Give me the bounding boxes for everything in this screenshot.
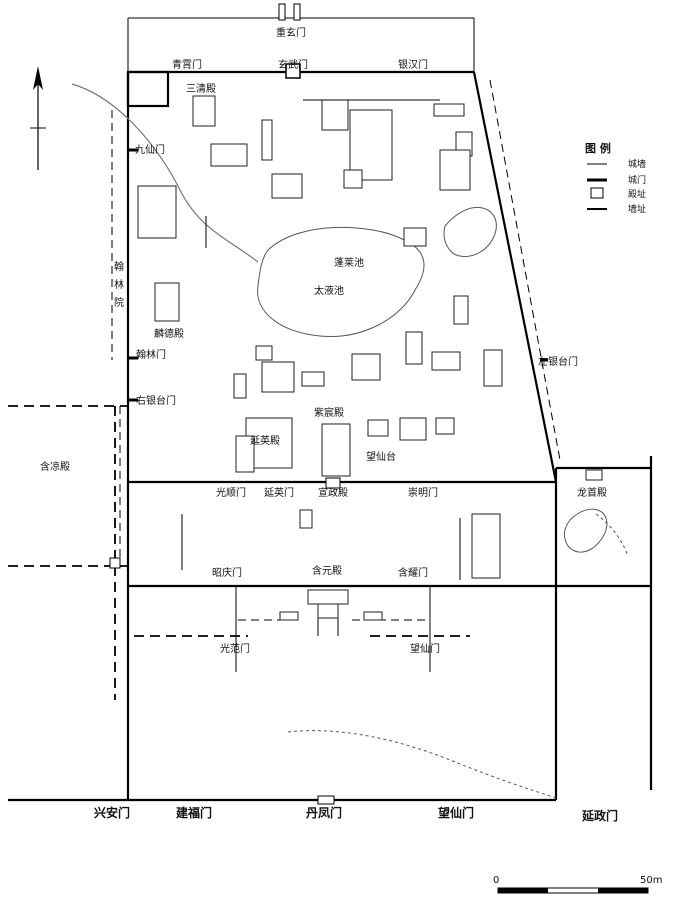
pond-penglai: 蓬莱池 <box>334 256 364 269</box>
legend-item-city-gate: 城门 <box>628 174 646 186</box>
gate-wangxian: 望仙门 <box>438 805 474 820</box>
hall-sanqing: 三清殿 <box>186 82 216 95</box>
gate-chongming: 崇明门 <box>408 486 438 499</box>
hanyuan-hall-platform <box>235 586 431 672</box>
hall-sites-central <box>181 216 603 580</box>
gate-qingxiao: 青霄门 <box>172 58 202 71</box>
gate-danfeng: 丹凤门 <box>306 805 342 820</box>
gate-jiuxian: 九仙门 <box>135 143 165 156</box>
outer-north-wall <box>127 3 475 72</box>
gate-wangxian-inner: 望仙门 <box>410 642 440 655</box>
legend-item-city-wall: 城墙 <box>628 158 646 170</box>
gate-xingan: 兴安门 <box>94 805 130 820</box>
hall-sites-north <box>137 95 503 399</box>
legend-title: 图 例 <box>585 141 611 155</box>
scale-zero: 0 <box>493 875 499 886</box>
legend-item-hall-site: 殿址 <box>628 188 646 200</box>
gate-zhaoqing: 昭庆门 <box>212 566 242 579</box>
gate-zuo-yintai: 左银台门 <box>538 355 578 368</box>
gate-markers <box>109 148 548 805</box>
gate-hanyao: 含耀门 <box>398 566 428 579</box>
scale-bar: 0 50m <box>493 875 662 894</box>
gate-yanying: 延英门 <box>264 486 294 499</box>
hall-zichen: 紫宸殿 <box>314 406 344 419</box>
gate-guangshun: 光顺门 <box>216 486 246 499</box>
hall-hanlin-yuan: 翰林院 <box>114 260 124 309</box>
scale-end: 50m <box>640 875 662 886</box>
gate-yanzheng: 延政门 <box>581 808 618 823</box>
waterways <box>71 83 629 799</box>
gate-chongxuan: 重玄门 <box>276 26 306 39</box>
hall-yanying: 延英殿 <box>250 434 280 447</box>
map-legend: 图 例 城墙 城门 殿址 墙址 <box>585 141 646 215</box>
north-arrow-icon <box>30 66 46 170</box>
hall-hanliang: 含凉殿 <box>40 460 70 473</box>
terrace-wangxian: 望仙台 <box>366 450 396 463</box>
pond-taiye: 太液池 <box>314 284 344 297</box>
hall-hanyuan: 含元殿 <box>312 564 342 577</box>
gate-you-yintai: 右银台门 <box>136 394 176 407</box>
gate-xuanwu: 玄武门 <box>278 58 308 71</box>
hall-linde: 麟德殿 <box>154 327 184 340</box>
gate-guangfan: 光范门 <box>220 642 250 655</box>
hall-longshou: 龙首殿 <box>577 486 607 499</box>
legend-item-wall-site: 墙址 <box>628 203 646 215</box>
city-wall <box>8 63 653 802</box>
hall-xuanzheng: 宣政殿 <box>318 486 348 499</box>
gate-hanlin: 翰林门 <box>136 348 166 361</box>
gate-jianfu: 建福门 <box>175 805 212 820</box>
wall-traces <box>8 79 561 700</box>
gate-yinhan: 银汉门 <box>398 58 428 71</box>
